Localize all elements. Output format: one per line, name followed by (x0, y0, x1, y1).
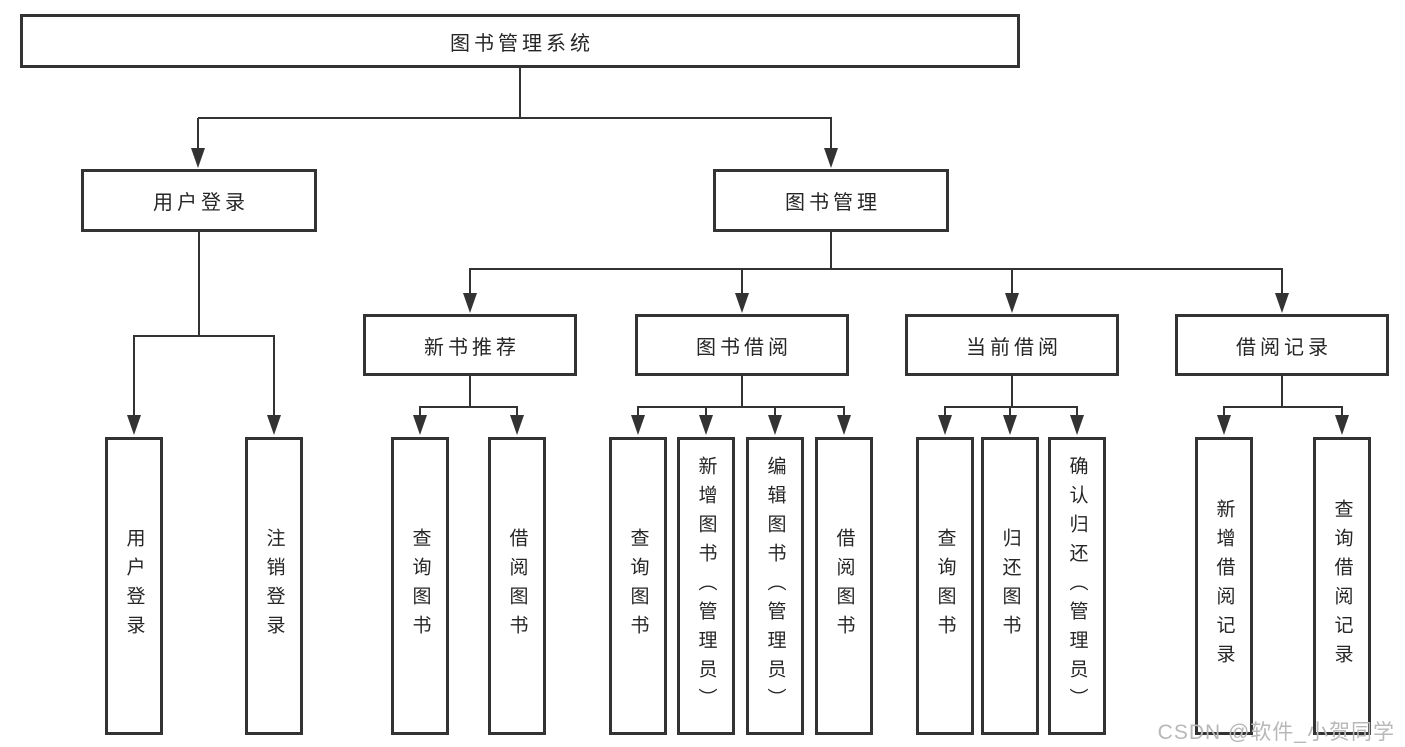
connector-line-vertical (741, 376, 743, 407)
connector-line-vertical (774, 407, 776, 416)
connector-line-horizontal (944, 406, 1078, 408)
arrow-down-icon (1335, 415, 1349, 435)
connector-line-vertical (1281, 376, 1283, 407)
leaf-edit-books-admin: 编辑图书（管理员） (746, 437, 804, 735)
arrow-down-icon (699, 415, 713, 435)
connector-line-vertical (1011, 269, 1013, 294)
arrow-down-icon (824, 148, 838, 168)
connector-line-horizontal (637, 406, 845, 408)
connector-line-vertical (843, 407, 845, 416)
connector-line-vertical (1009, 407, 1011, 416)
connector-line-horizontal (419, 406, 518, 408)
node-new-book-recommend: 新书推荐 (363, 314, 577, 376)
arrow-down-icon (191, 148, 205, 168)
connector-line-vertical (273, 336, 275, 416)
arrow-down-icon (1275, 293, 1289, 313)
leaf-add-borrow-record: 新增借阅记录 (1195, 437, 1253, 735)
connector-line-vertical (469, 269, 471, 294)
connector-line-vertical (944, 407, 946, 416)
arrow-down-icon (463, 293, 477, 313)
arrow-down-icon (1070, 415, 1084, 435)
leaf-add-books-admin: 新增图书（管理员） (677, 437, 735, 735)
connector-line-vertical (830, 232, 832, 269)
leaf-query-books-2: 查询图书 (609, 437, 667, 735)
connector-line-vertical (1223, 407, 1225, 416)
node-book-borrow: 图书借阅 (635, 314, 849, 376)
arrow-down-icon (768, 415, 782, 435)
connector-line-horizontal (1223, 406, 1343, 408)
connector-line-vertical (419, 407, 421, 416)
leaf-user-login: 用户登录 (105, 437, 163, 735)
leaf-query-books-3: 查询图书 (916, 437, 974, 735)
arrow-down-icon (1217, 415, 1231, 435)
arrow-down-icon (938, 415, 952, 435)
node-borrow-records: 借阅记录 (1175, 314, 1389, 376)
connector-line-horizontal (198, 117, 832, 119)
arrow-down-icon (735, 293, 749, 313)
connector-line-vertical (469, 376, 471, 407)
csdn-watermark: CSDN @软件_小贺同学 (1157, 721, 1395, 744)
arrow-down-icon (1005, 293, 1019, 313)
leaf-return-books: 归还图书 (981, 437, 1039, 735)
arrow-down-icon (510, 415, 524, 435)
connector-line-vertical (519, 68, 521, 118)
connector-line-vertical (830, 118, 832, 149)
leaf-query-borrow-record: 查询借阅记录 (1313, 437, 1371, 735)
connector-line-vertical (741, 269, 743, 294)
connector-line-vertical (516, 407, 518, 416)
node-library-management-system: 图书管理系统 (20, 14, 1020, 68)
leaf-borrow-books-1: 借阅图书 (488, 437, 546, 735)
connector-line-vertical (198, 232, 200, 336)
node-user-login: 用户登录 (81, 169, 317, 232)
connector-line-vertical (705, 407, 707, 416)
node-book-management: 图书管理 (713, 169, 949, 232)
node-current-borrow: 当前借阅 (905, 314, 1119, 376)
arrow-down-icon (127, 415, 141, 435)
connector-line-vertical (197, 118, 199, 149)
arrow-down-icon (1003, 415, 1017, 435)
arrow-down-icon (267, 415, 281, 435)
connector-line-vertical (1011, 376, 1013, 407)
leaf-borrow-books-2: 借阅图书 (815, 437, 873, 735)
connector-line-vertical (1076, 407, 1078, 416)
connector-line-horizontal (469, 268, 1283, 270)
leaf-confirm-return-admin: 确认归还（管理员） (1048, 437, 1106, 735)
leaf-logout: 注销登录 (245, 437, 303, 735)
connector-line-vertical (1341, 407, 1343, 416)
connector-line-horizontal (133, 335, 275, 337)
arrow-down-icon (631, 415, 645, 435)
leaf-query-books-1: 查询图书 (391, 437, 449, 735)
connector-line-vertical (637, 407, 639, 416)
arrow-down-icon (413, 415, 427, 435)
arrow-down-icon (837, 415, 851, 435)
connector-line-vertical (133, 336, 135, 416)
connector-line-vertical (1281, 269, 1283, 294)
